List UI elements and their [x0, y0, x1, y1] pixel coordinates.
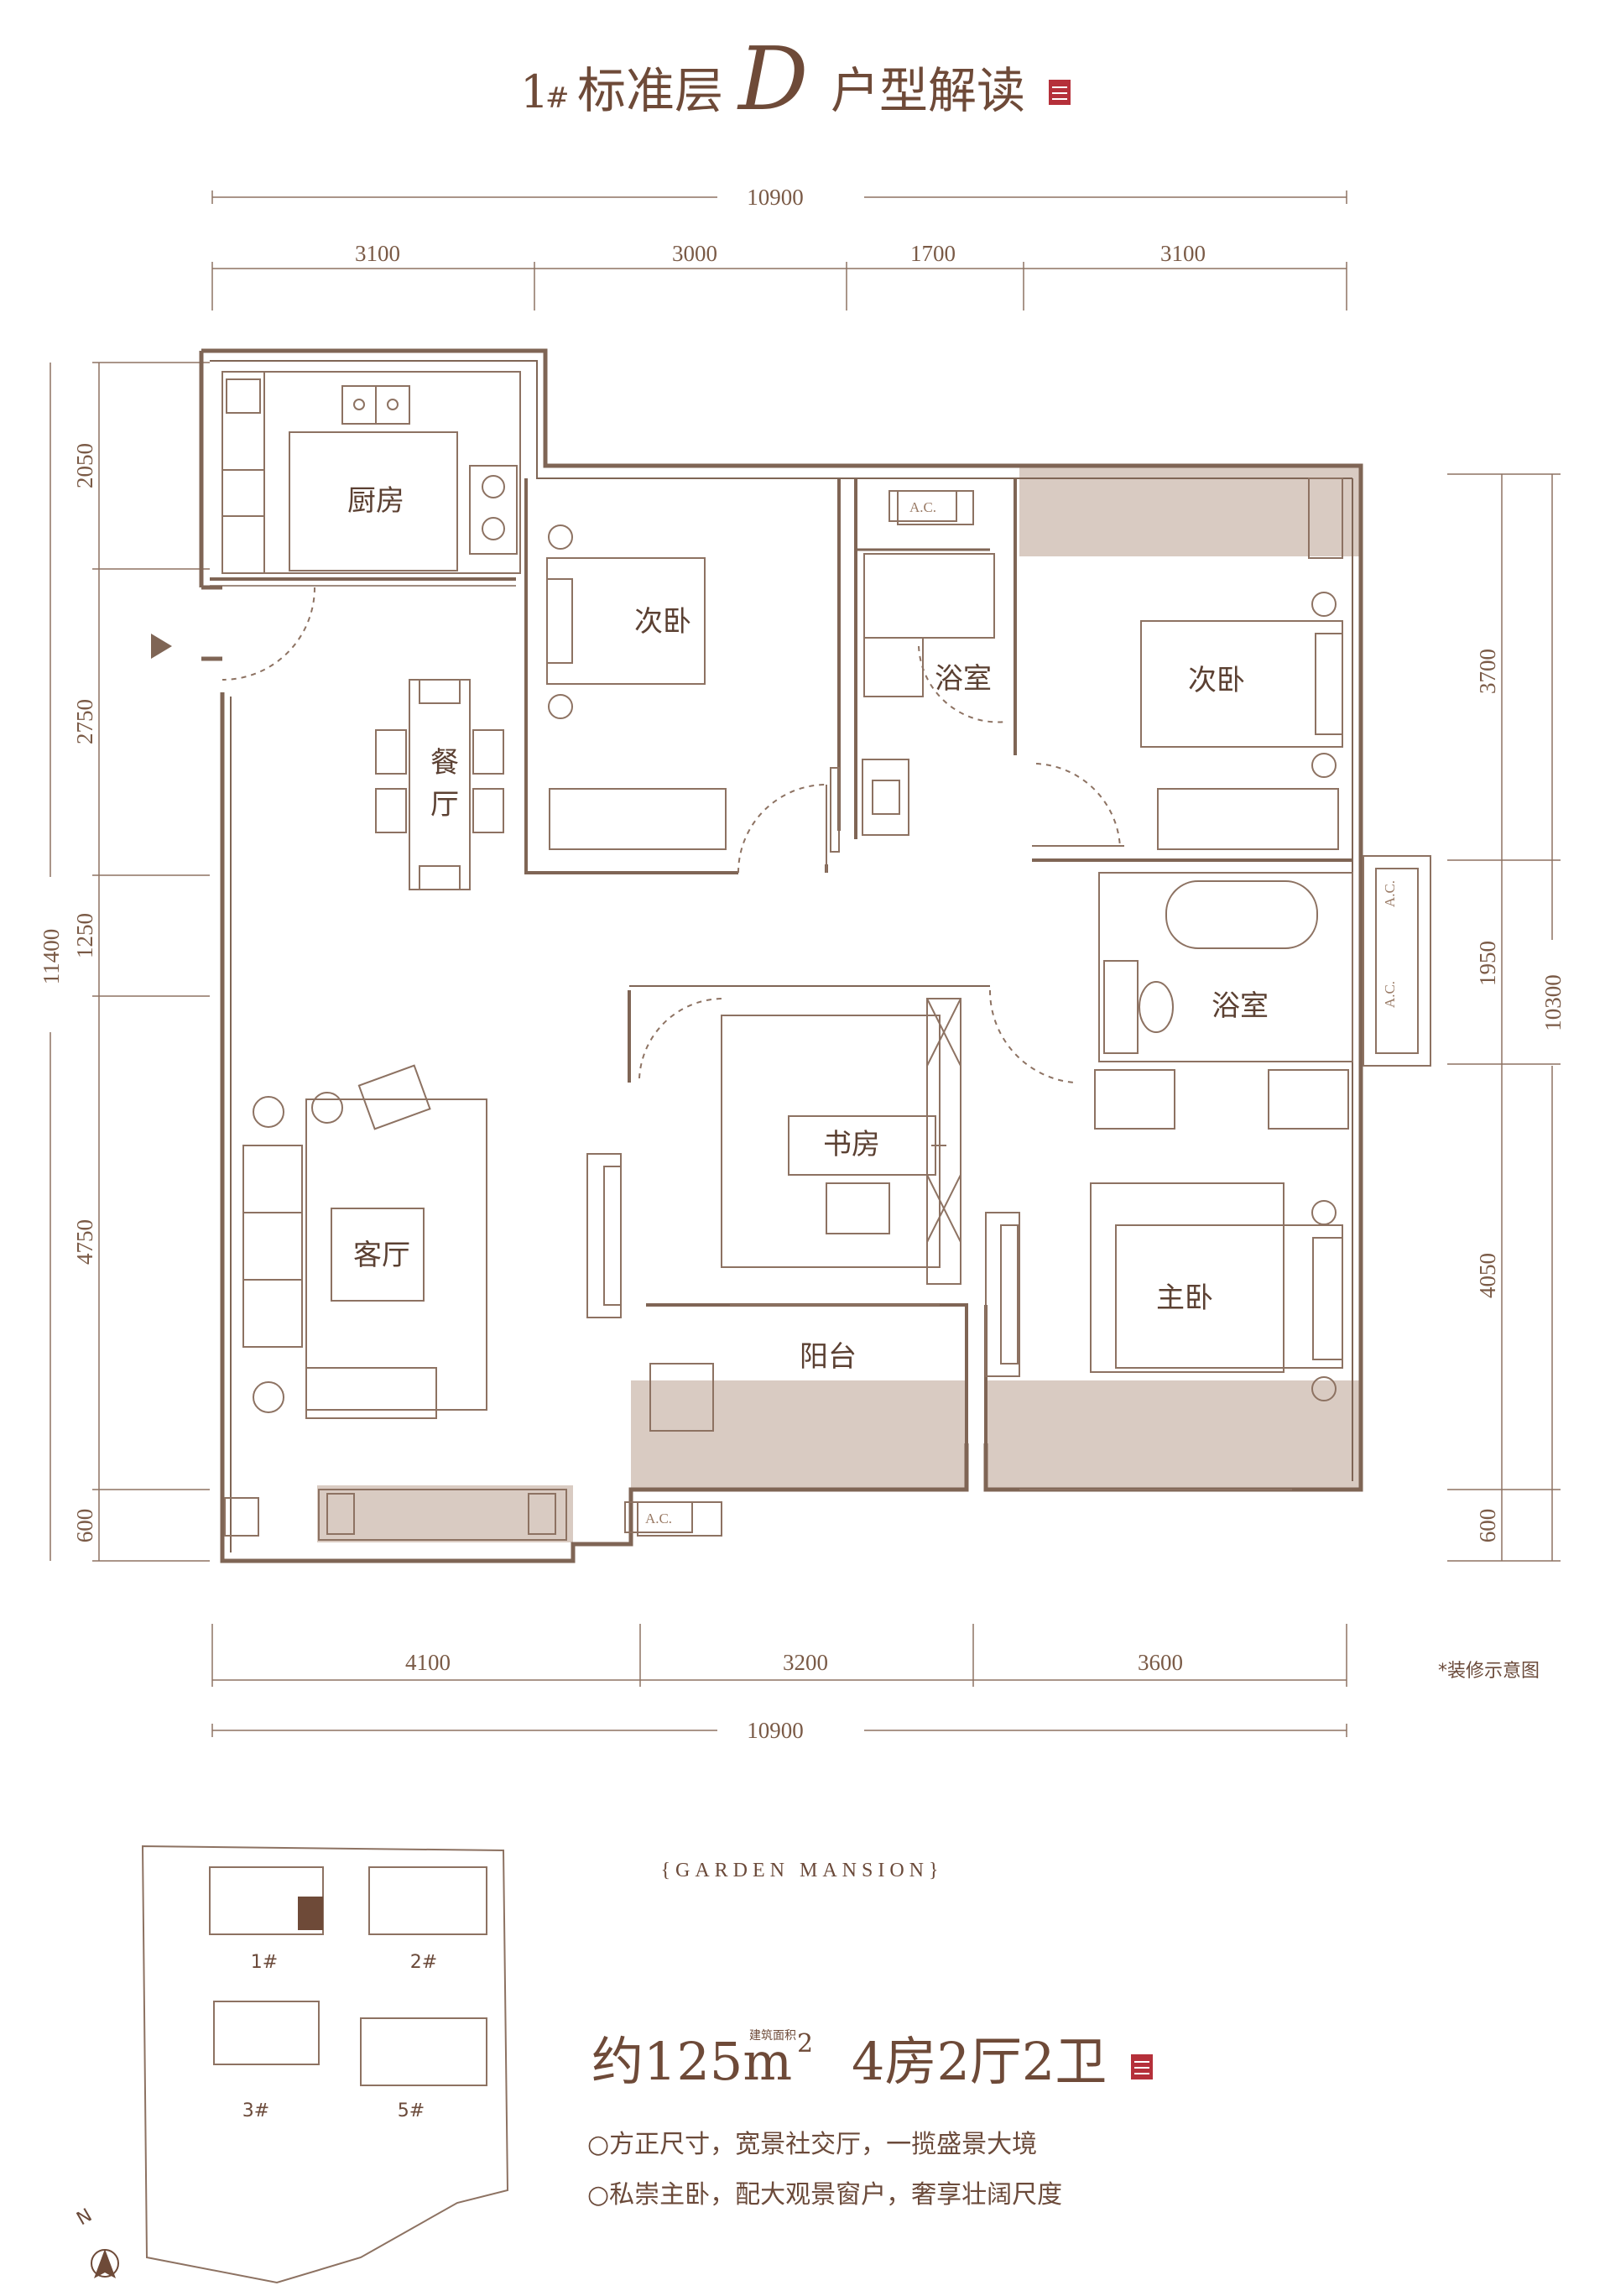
- decoration-note: *装修示意图: [1438, 1661, 1540, 1682]
- room-label-balcony: 阳台: [800, 1340, 857, 1374]
- bathroom-right: [1094, 855, 1431, 1130]
- right-dimension-labels: 3700 1950 4050 600 10300: [1475, 649, 1566, 1542]
- shade-balcony: [631, 1380, 967, 1490]
- master-bedroom: [984, 1182, 1343, 1490]
- title-hash: #: [545, 81, 570, 115]
- dim-top-3: 1700: [910, 241, 956, 266]
- dim-bottom-total: 10900: [747, 1718, 804, 1743]
- left-dimension-lines: [50, 362, 210, 1562]
- room-label-dining-1: 餐: [430, 746, 459, 780]
- dim-top-1: 3100: [355, 241, 400, 266]
- area-superscript: 2: [797, 2029, 813, 2059]
- dim-top-total: 10900: [747, 185, 804, 210]
- dining-table: [375, 679, 504, 890]
- room-label-bathroom-center: 浴室: [935, 662, 992, 696]
- ac-label-4: A.C.: [1382, 981, 1398, 1008]
- bathroom-center: [854, 478, 1008, 839]
- dim-left-3: 1250: [72, 913, 97, 958]
- bedroom-left: [524, 478, 841, 874]
- dim-bottom-1: 4100: [405, 1650, 451, 1675]
- living-room: [224, 1064, 622, 1541]
- dim-right-2: 1950: [1475, 941, 1500, 986]
- keyplan-building-1: 1#: [251, 1952, 278, 1973]
- dim-right-1: 3700: [1475, 649, 1500, 694]
- brand-name: {GARDEN MANSION}: [660, 1860, 943, 1881]
- room-label-master: 主卧: [1156, 1281, 1213, 1315]
- room-label-bathroom-right: 浴室: [1212, 989, 1269, 1023]
- ac-label-3: A.C.: [1382, 880, 1398, 907]
- room-label-study: 书房: [823, 1128, 880, 1161]
- room-label-living: 客厅: [353, 1239, 410, 1272]
- keyplan-building-5: 5#: [398, 2100, 425, 2121]
- title-main: 标准层: [577, 62, 723, 119]
- room-count: 4房2厅2卫: [852, 2031, 1107, 2092]
- dim-left-total: 11400: [39, 929, 64, 985]
- feature-1: ○方正尺寸，宽景社交厅，一揽盛景大境: [587, 2130, 1037, 2159]
- dim-top-2: 3000: [672, 241, 717, 266]
- north-label: N: [73, 2205, 96, 2230]
- room-label-dining-2: 厅: [430, 788, 459, 822]
- seal-stamp-icon: [1049, 80, 1071, 105]
- shade-master-window: [986, 1380, 1361, 1490]
- ac-units: A.C. A.C. A.C. A.C.: [624, 490, 1398, 1533]
- dim-left-5: 600: [72, 1509, 97, 1543]
- title: 1 # 标准层 D 户型解读: [520, 28, 1071, 130]
- keyplan-building-3: 3#: [242, 2100, 269, 2121]
- feature-2: ○私崇主卧，配大观景窗户，奢享壮阔尺度: [587, 2180, 1062, 2210]
- dim-right-3: 4050: [1475, 1253, 1500, 1298]
- entry-arrow-icon: [151, 634, 172, 659]
- dim-bottom-2: 3200: [783, 1650, 828, 1675]
- top-dimension-lines: [211, 190, 1347, 310]
- right-dimension-lines: [1447, 473, 1561, 1562]
- shade-top-right: [1019, 466, 1361, 556]
- title-suffix: 户型解读: [831, 62, 1025, 119]
- north-arrow-icon: [91, 2249, 119, 2278]
- shade-living-balcony: [317, 1485, 573, 1542]
- bedroom-right: [1032, 477, 1352, 862]
- dim-left-4: 4750: [72, 1219, 97, 1265]
- dim-top-4: 3100: [1160, 241, 1206, 266]
- kitchen: [210, 371, 521, 681]
- room-label-bedroom-left: 次卧: [634, 605, 691, 639]
- dim-right-4: 600: [1475, 1509, 1500, 1543]
- title-prefix: 1: [520, 65, 549, 118]
- keyplan-building-2: 2#: [410, 1952, 437, 1973]
- bottom-dimension-lines: [211, 1624, 1347, 1737]
- unit-summary: 约125m 建筑面积 2 4房2厅2卫 ○方正尺寸，宽景社交厅，一揽盛景大境 ○…: [587, 2029, 1153, 2210]
- room-labels: 厨房 餐 厅 次卧 浴室 次卧 浴室 书房 客厅 主卧 阳台: [347, 484, 1269, 1374]
- dim-bottom-3: 3600: [1138, 1650, 1183, 1675]
- dim-left-2: 2750: [72, 699, 97, 744]
- area-value: 约125m: [591, 2031, 792, 2092]
- ac-label-1: A.C.: [909, 499, 936, 515]
- key-plan: 1# 2# 3# 5# N: [73, 1845, 509, 2284]
- room-label-kitchen: 厨房: [347, 484, 404, 518]
- left-dimension-labels: 2050 2750 1250 4750 600 11400: [39, 443, 97, 1542]
- dim-left-1: 2050: [72, 443, 97, 488]
- title-letter: D: [737, 28, 808, 130]
- seal-stamp-small-icon: [1131, 2054, 1153, 2079]
- room-label-bedroom-right: 次卧: [1188, 664, 1245, 697]
- area-note: 建筑面积: [749, 2029, 796, 2043]
- ac-label-2: A.C.: [645, 1511, 672, 1526]
- dim-right-total: 10300: [1540, 974, 1566, 1031]
- study: [628, 985, 1075, 1285]
